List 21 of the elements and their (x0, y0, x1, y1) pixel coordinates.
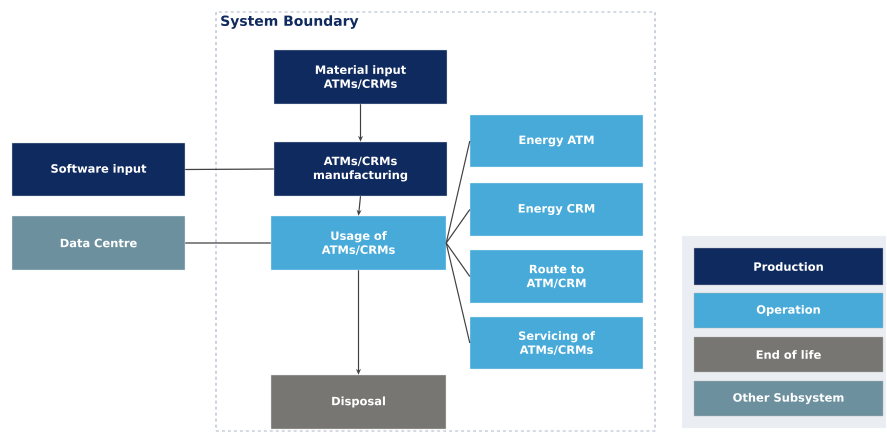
process-box: Usage of ATMs/CRMs (270, 216, 446, 270)
legend-item: Production (694, 248, 884, 286)
process-box: Material input ATMs/CRMs (274, 50, 448, 104)
process-box: Disposal (270, 374, 446, 430)
connector (446, 242, 470, 277)
connector (446, 140, 470, 244)
boundary-heading: System Boundary (221, 15, 358, 29)
connector (446, 242, 470, 344)
connector (185, 242, 271, 244)
connector (446, 209, 470, 244)
legend-item: Other Subsystem (694, 380, 884, 416)
process-box: ATMs/CRMs manufacturing (274, 142, 448, 196)
legend-item: Operation (694, 292, 884, 328)
process-box: Servicing of ATMs/CRMs (470, 316, 644, 370)
process-box: Route to ATM/CRM (470, 250, 644, 304)
subsystem-box: Data Centre (12, 216, 186, 270)
connector (185, 168, 274, 170)
process-box: Energy ATM (470, 114, 644, 168)
input-box: Software input (12, 142, 186, 196)
legend-item: End of life (694, 336, 884, 372)
process-box: Energy CRM (470, 182, 644, 236)
